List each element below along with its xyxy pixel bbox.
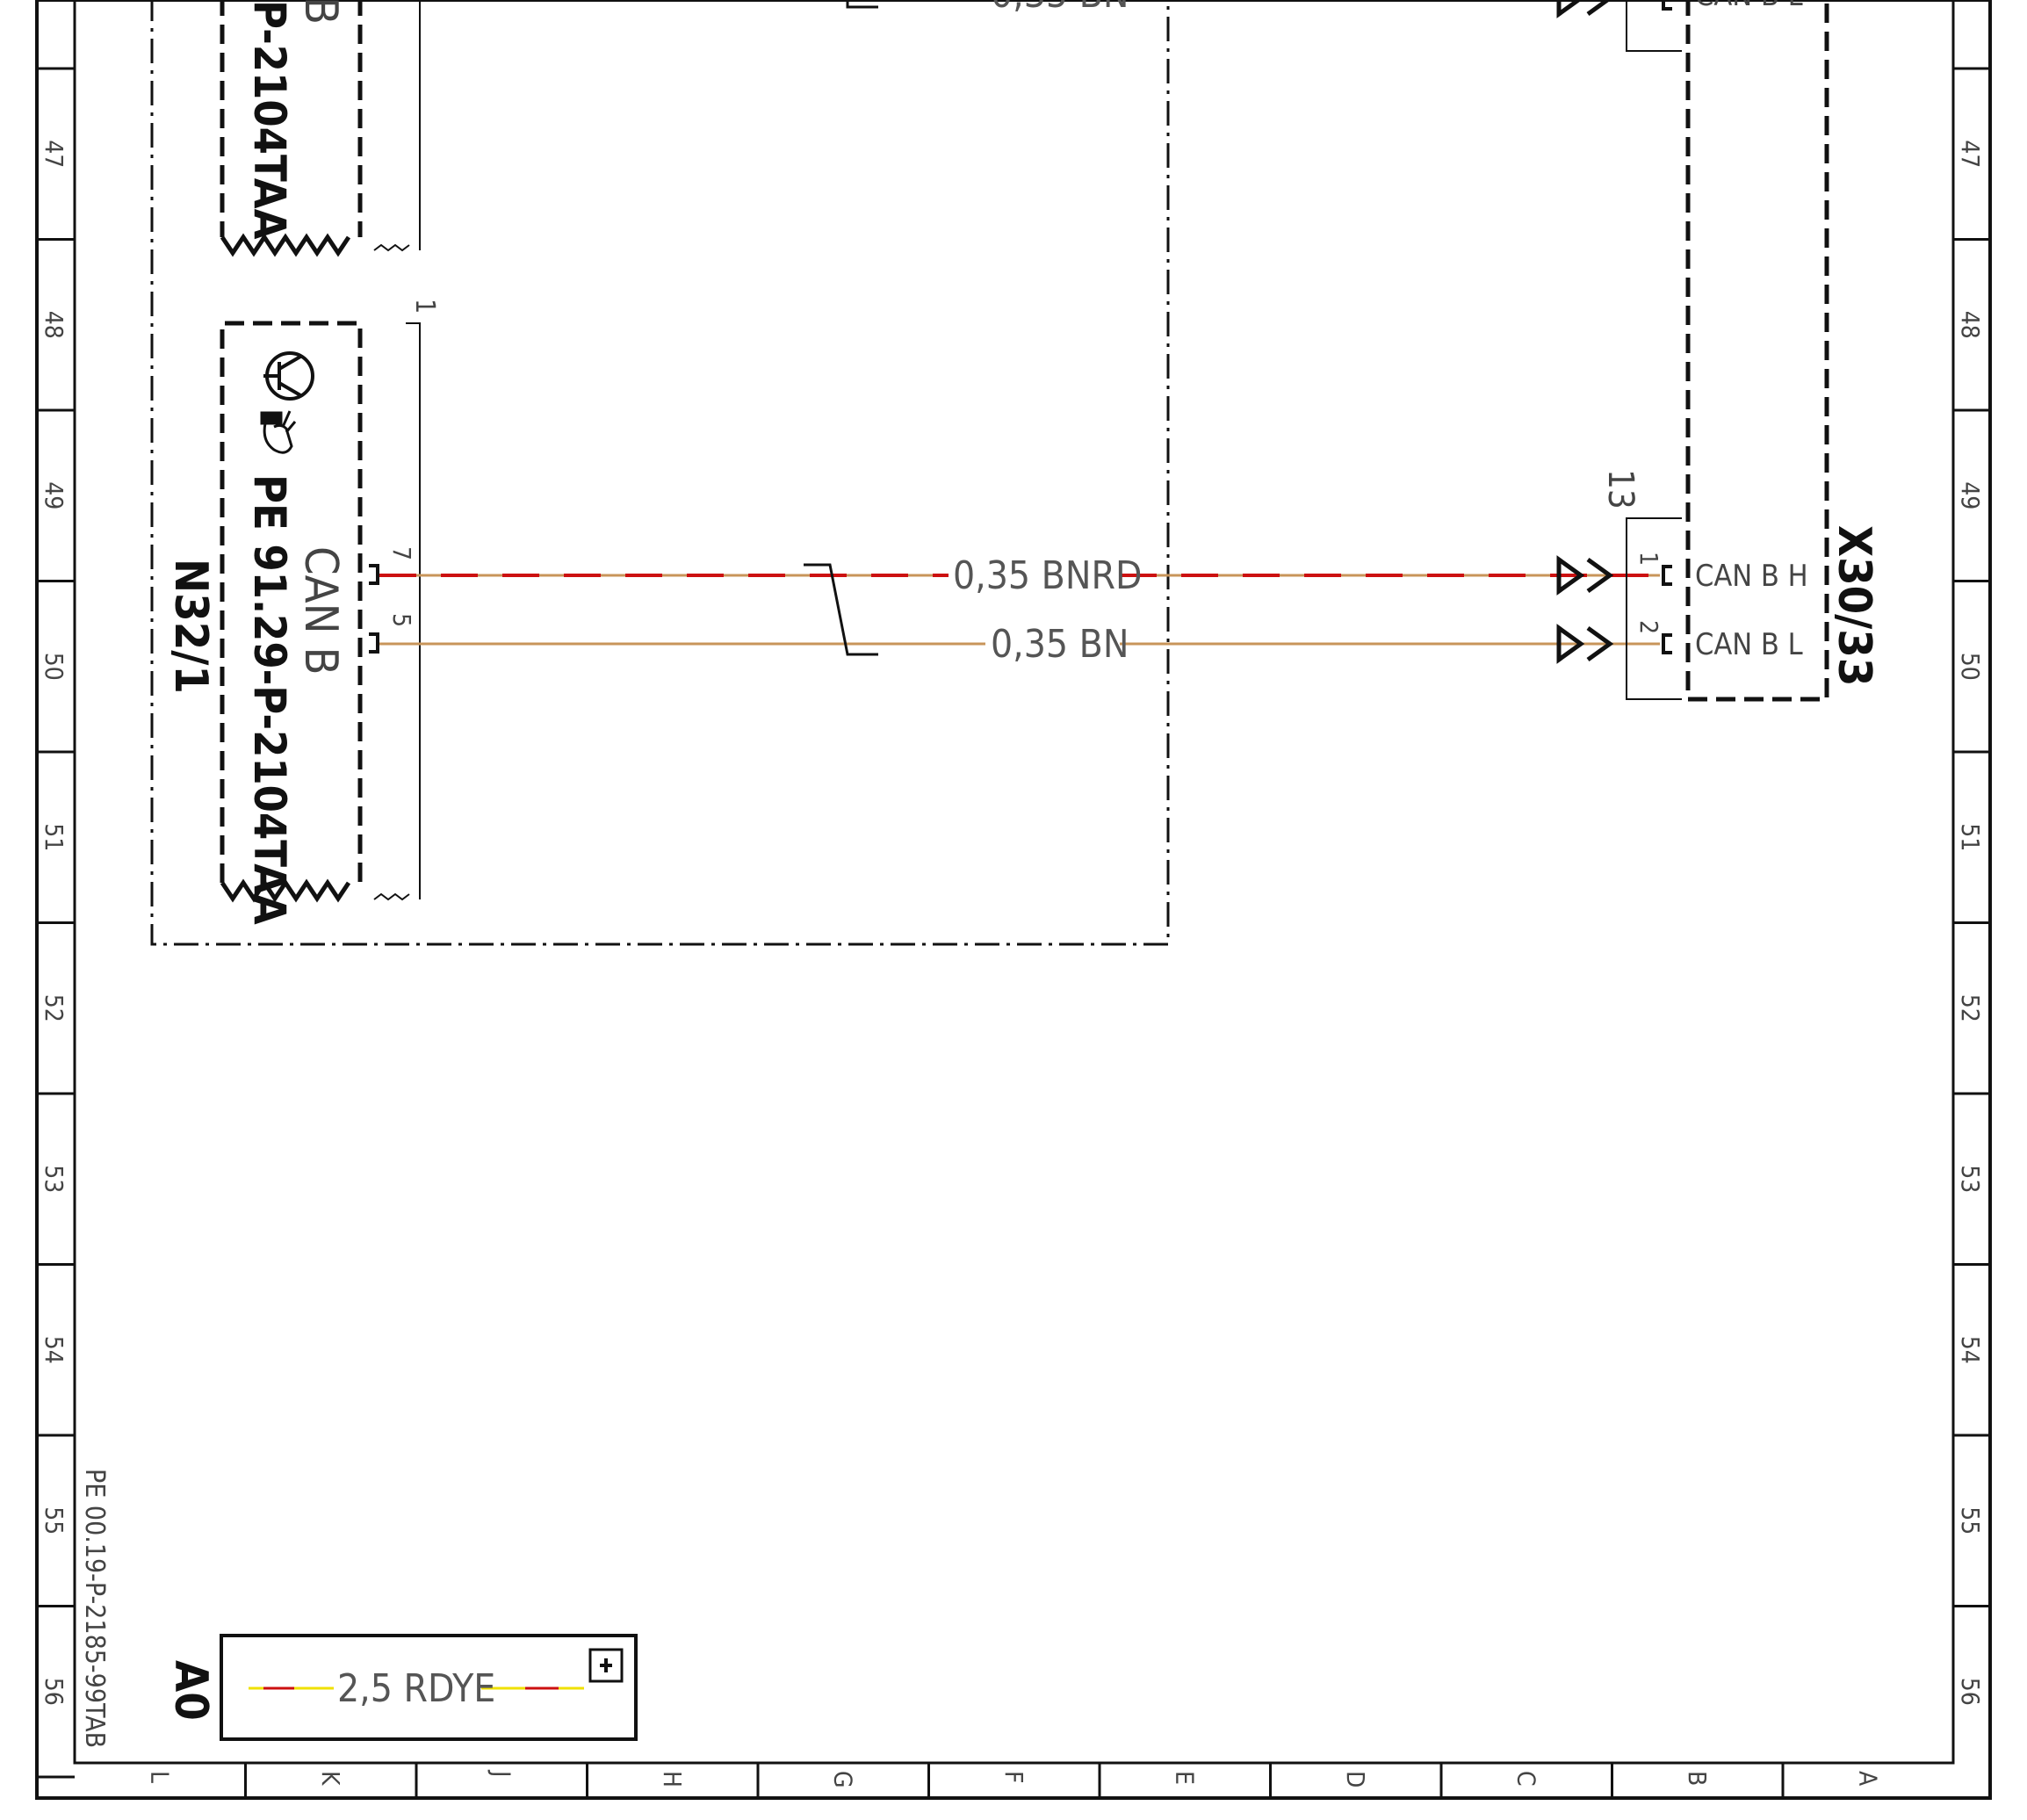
a0-id: A0 xyxy=(164,1660,217,1721)
n32-module: PE 91.29-P-2104TAA CAN B N32/1 1 7 5 xyxy=(164,299,440,925)
row-label: 50 xyxy=(40,653,69,681)
n32-doc-ref: PE 91.29-P-2104TAA xyxy=(244,474,295,925)
row-label: 56 xyxy=(40,1678,69,1706)
inner-frame xyxy=(73,0,1955,1765)
row-label: 48 xyxy=(40,311,69,339)
n32-id: N32/1 xyxy=(164,559,217,694)
row-label: 53 xyxy=(1956,1165,1985,1193)
wire-bnrd-label: 0,35 BNRD xyxy=(953,553,1142,598)
pointing-hand-icon xyxy=(260,410,297,454)
row-label: 56 xyxy=(1956,1678,1985,1706)
row-label: 48 xyxy=(1956,311,1985,339)
column-label: C xyxy=(1511,1771,1540,1787)
pin-7-label: 7 xyxy=(387,546,416,560)
row-label: 49 xyxy=(1956,481,1985,509)
column-label: G xyxy=(828,1771,857,1788)
sheet-reference: PE 00.19-P-2185-99TAB xyxy=(79,1469,110,1748)
plug-arrow-icon xyxy=(1556,0,1614,664)
x30-pin-2-label: CAN B L xyxy=(1695,627,1803,662)
row-label: 47 xyxy=(40,140,69,168)
upper-wire-label: 0,35 BN xyxy=(991,0,1129,17)
pin-7-terminal xyxy=(369,564,379,585)
row-label: 52 xyxy=(1956,994,1985,1022)
row-label: 51 xyxy=(1956,823,1985,851)
column-label: L xyxy=(145,1771,174,1783)
n32-connector-number: 1 xyxy=(409,299,440,314)
row-label: 49 xyxy=(40,481,69,509)
x30-group-number: 13 xyxy=(1600,469,1641,509)
column-label: J xyxy=(487,1769,516,1777)
row-label: 53 xyxy=(40,1165,69,1193)
x30-id: X30/33 xyxy=(1828,525,1880,686)
n32-enclosure-border xyxy=(150,0,1170,946)
column-label: B xyxy=(1683,1771,1712,1786)
n32-bus-label: CAN B xyxy=(294,546,347,675)
upper-component: P-2104TAA B xyxy=(220,0,421,257)
x30-pin-1-label: CAN B H xyxy=(1695,559,1808,594)
twisted-pair-icon xyxy=(804,563,878,656)
row-label: 50 xyxy=(1956,653,1985,681)
outer-frame xyxy=(35,0,1992,1800)
pin-5-label: 5 xyxy=(387,613,416,627)
row-label: 51 xyxy=(40,823,69,851)
row-label: 54 xyxy=(1956,1336,1985,1364)
column-label: K xyxy=(316,1771,345,1787)
column-label: F xyxy=(999,1771,1028,1784)
a0-box: 2,5 RDYE A0 xyxy=(164,1634,638,1741)
upper-pin-label: CAN B L xyxy=(1695,0,1803,13)
x30-pin-1-number: 1 xyxy=(1634,552,1663,566)
row-label: 54 xyxy=(40,1336,69,1364)
row-ruler-left: 47 48 49 50 51 52 53 54 55 56 xyxy=(37,67,75,1779)
column-label: H xyxy=(658,1771,687,1788)
can-wires: 0,35 BNRD 0,35 BN 0,35 BN xyxy=(379,0,1660,667)
transistor-icon xyxy=(263,351,314,401)
a0-wire-label: 2,5 RDYE xyxy=(337,1666,495,1711)
wire-bn-label: 0,35 BN xyxy=(991,622,1129,667)
column-label: E xyxy=(1170,1771,1199,1785)
upper-doc-ref: P-2104TAA xyxy=(244,0,295,240)
x30-pin-2-number: 2 xyxy=(1634,620,1663,634)
row-label: 52 xyxy=(40,994,69,1022)
column-label: A xyxy=(1853,1771,1882,1787)
pin-5-terminal xyxy=(369,632,379,654)
column-label: D xyxy=(1341,1771,1370,1788)
row-label: 47 xyxy=(1956,140,1985,168)
connector-x30-33: 1 2 CAN B H CAN B L CAN B L 13 X30/33 xyxy=(1556,0,1880,702)
upper-bus-label: B xyxy=(294,0,347,25)
row-label: 55 xyxy=(40,1506,69,1535)
row-ruler-right: 47 48 49 50 51 52 53 54 55 56 xyxy=(1953,67,1990,1706)
info-icon xyxy=(588,1648,624,1683)
row-label: 55 xyxy=(1956,1506,1985,1535)
